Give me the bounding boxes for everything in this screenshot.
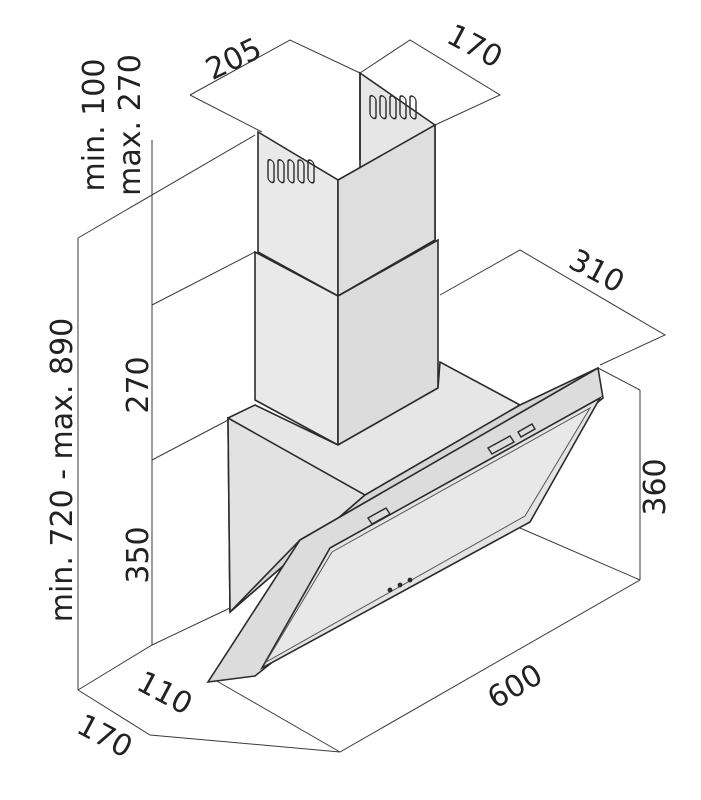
control-button-3: [407, 577, 413, 583]
vent-slots-right: [369, 94, 417, 120]
control-buttons: [387, 577, 413, 593]
upper-projection-line: [77, 134, 256, 239]
lower-projection-line: [151, 417, 233, 461]
hinge-middle: [486, 435, 516, 455]
dim-upper-adjust-max: max. 270: [113, 54, 148, 196]
glass-panel-face: [264, 406, 592, 664]
control-button-2: [397, 582, 403, 588]
hinge-right: [517, 423, 536, 438]
dim-body-height: 350: [121, 526, 156, 583]
dim-panel-height: 360: [638, 458, 673, 515]
control-button-1: [387, 587, 393, 593]
dimension-guide-lines: [77, 39, 667, 753]
dim-base-side: 170: [71, 708, 138, 766]
hinge-left: [366, 507, 392, 525]
base-left-edge: [77, 607, 231, 691]
panel-top-projection: [597, 367, 641, 391]
dim-chimney-height: 270: [121, 356, 156, 413]
chimney-upper-section: [257, 71, 436, 298]
dim-base-depth: 110: [131, 665, 198, 723]
chimney-upper-right-face: [337, 123, 436, 298]
dim-total-height: min. 720 - max. 890: [45, 318, 80, 623]
chimney-lower-section: [254, 238, 439, 447]
dim-chimney-upper-width: 205: [200, 31, 267, 88]
glass-panel: [206, 366, 604, 684]
dim-chimney-depth: 170: [441, 18, 508, 76]
vent-slots-left: [267, 158, 315, 184]
dim-width: 600: [482, 657, 549, 716]
base-right-edge: [519, 527, 641, 581]
top-box-left-edge: [189, 39, 361, 96]
hinge-brackets: [366, 423, 536, 525]
mid-projection-line: [151, 251, 256, 306]
dim-panel-projection: 310: [563, 243, 630, 301]
base-depth-line: [214, 679, 341, 753]
top-box-right-edge: [359, 39, 502, 126]
base-front-edge: [77, 579, 641, 753]
projection-box-310: [439, 249, 667, 366]
dim-upper-adjust-min: min. 100: [77, 59, 112, 192]
top-box-front-edge: [189, 94, 263, 133]
